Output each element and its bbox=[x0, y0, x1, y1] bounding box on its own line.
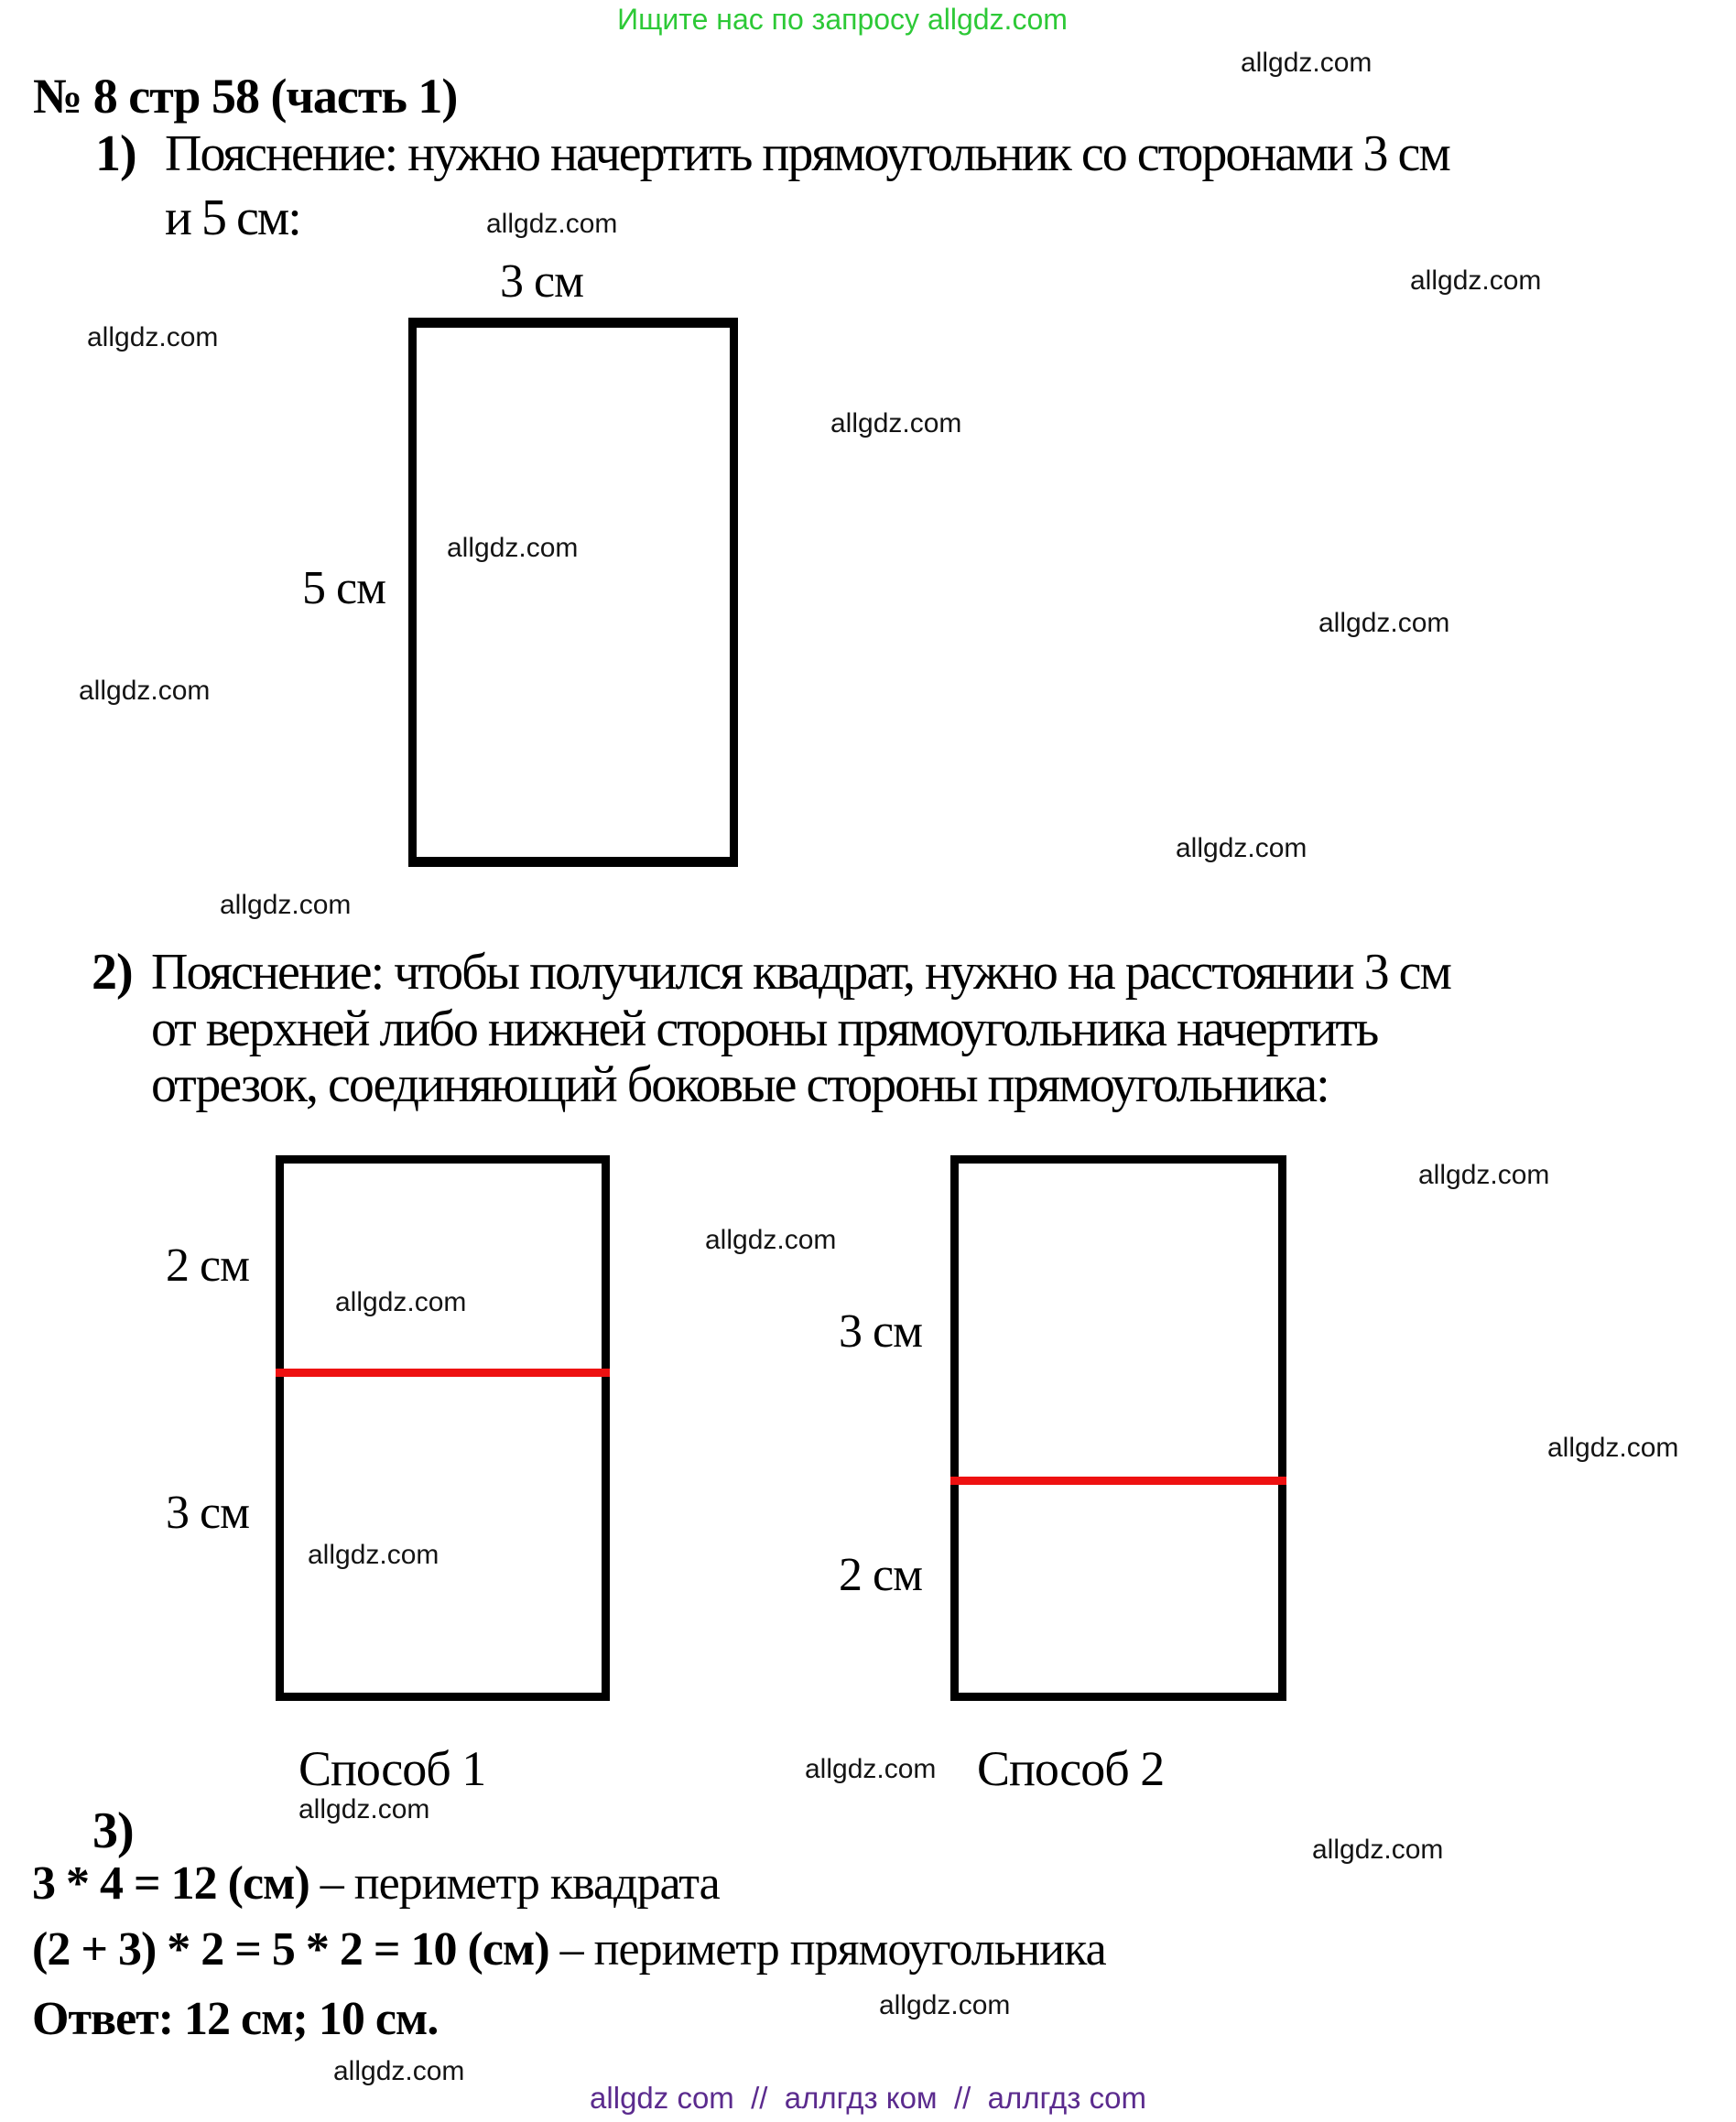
watermark: allgdz.com bbox=[805, 1754, 937, 1784]
watermark: allgdz.com bbox=[447, 533, 579, 563]
method1-upper-label: 2 см bbox=[166, 1240, 250, 1292]
section1-line2: и 5 см: bbox=[165, 189, 302, 246]
watermark: allgdz.com bbox=[298, 1794, 430, 1824]
method2-rectangle bbox=[950, 1155, 1286, 1701]
watermark: allgdz.com bbox=[1410, 265, 1542, 296]
method1-rectangle bbox=[276, 1155, 610, 1701]
section1-number: 1) bbox=[95, 125, 137, 182]
watermark: allgdz.com bbox=[79, 676, 211, 706]
formula-square-perimeter: 3 * 4 = 12 (см) – периметр квадрата bbox=[32, 1857, 721, 1910]
watermark: allgdz.com bbox=[879, 1990, 1011, 2020]
method1-cut-line bbox=[276, 1369, 610, 1377]
formula-square-expression: 3 * 4 = 12 (см) bbox=[32, 1857, 310, 1910]
watermark: allgdz.com bbox=[335, 1287, 467, 1317]
method2-upper-label: 3 см bbox=[839, 1305, 923, 1358]
answer-line: Ответ: 12 см; 10 см. bbox=[32, 1993, 439, 2045]
method2-caption: Способ 2 bbox=[977, 1741, 1165, 1796]
promo-banner: Ищите нас по запросу allgdz.com bbox=[617, 3, 1068, 36]
footer-watermark: allgdz com // аллгдз ком // аллгдз com bbox=[590, 2081, 1146, 2115]
watermark: allgdz.com bbox=[830, 408, 962, 438]
method2-cut-line bbox=[950, 1477, 1286, 1485]
watermark: allgdz.com bbox=[87, 322, 219, 352]
rectangle-3x5-figure bbox=[408, 318, 738, 867]
formula-rectangle-expression: (2 + 3) * 2 = 5 * 2 = 10 (см) bbox=[32, 1923, 550, 1976]
watermark: allgdz.com bbox=[308, 1540, 439, 1570]
section2-line1: Пояснение: чтобы получился квадрат, нужн… bbox=[151, 944, 1452, 1001]
watermark: allgdz.com bbox=[705, 1225, 837, 1255]
watermark: allgdz.com bbox=[220, 890, 352, 920]
rect1-width-label: 3 см bbox=[500, 255, 584, 308]
section2-line2: от верхней либо нижней стороны прямоугол… bbox=[151, 1001, 1379, 1057]
section2-number: 2) bbox=[92, 944, 134, 1001]
watermark: allgdz.com bbox=[1241, 48, 1373, 78]
method1-lower-label: 3 см bbox=[166, 1487, 250, 1539]
watermark: allgdz.com bbox=[486, 209, 618, 239]
rect1-height-label: 5 см bbox=[302, 562, 386, 614]
formula-rectangle-perimeter: (2 + 3) * 2 = 5 * 2 = 10 (см) – периметр… bbox=[32, 1923, 1107, 1976]
watermark: allgdz.com bbox=[1418, 1160, 1550, 1190]
watermark: allgdz.com bbox=[1176, 833, 1307, 863]
page-title: № 8 стр 58 (часть 1) bbox=[33, 69, 458, 124]
method1-caption: Способ 1 bbox=[298, 1741, 486, 1796]
formula-rectangle-description: – периметр прямоугольника bbox=[548, 1923, 1107, 1976]
watermark: allgdz.com bbox=[1312, 1835, 1444, 1865]
section3-number: 3) bbox=[92, 1803, 135, 1859]
watermark: allgdz.com bbox=[1547, 1433, 1679, 1463]
section2-line3: отрезок, соединяющий боковые стороны пря… bbox=[151, 1056, 1330, 1113]
method2-lower-label: 2 см bbox=[839, 1549, 923, 1601]
formula-square-description: – периметр квадрата bbox=[309, 1857, 721, 1910]
watermark: allgdz.com bbox=[1318, 608, 1450, 638]
watermark: allgdz.com bbox=[333, 2056, 465, 2086]
section1-line1: Пояснение: нужно начертить прямоугольник… bbox=[165, 125, 1451, 182]
